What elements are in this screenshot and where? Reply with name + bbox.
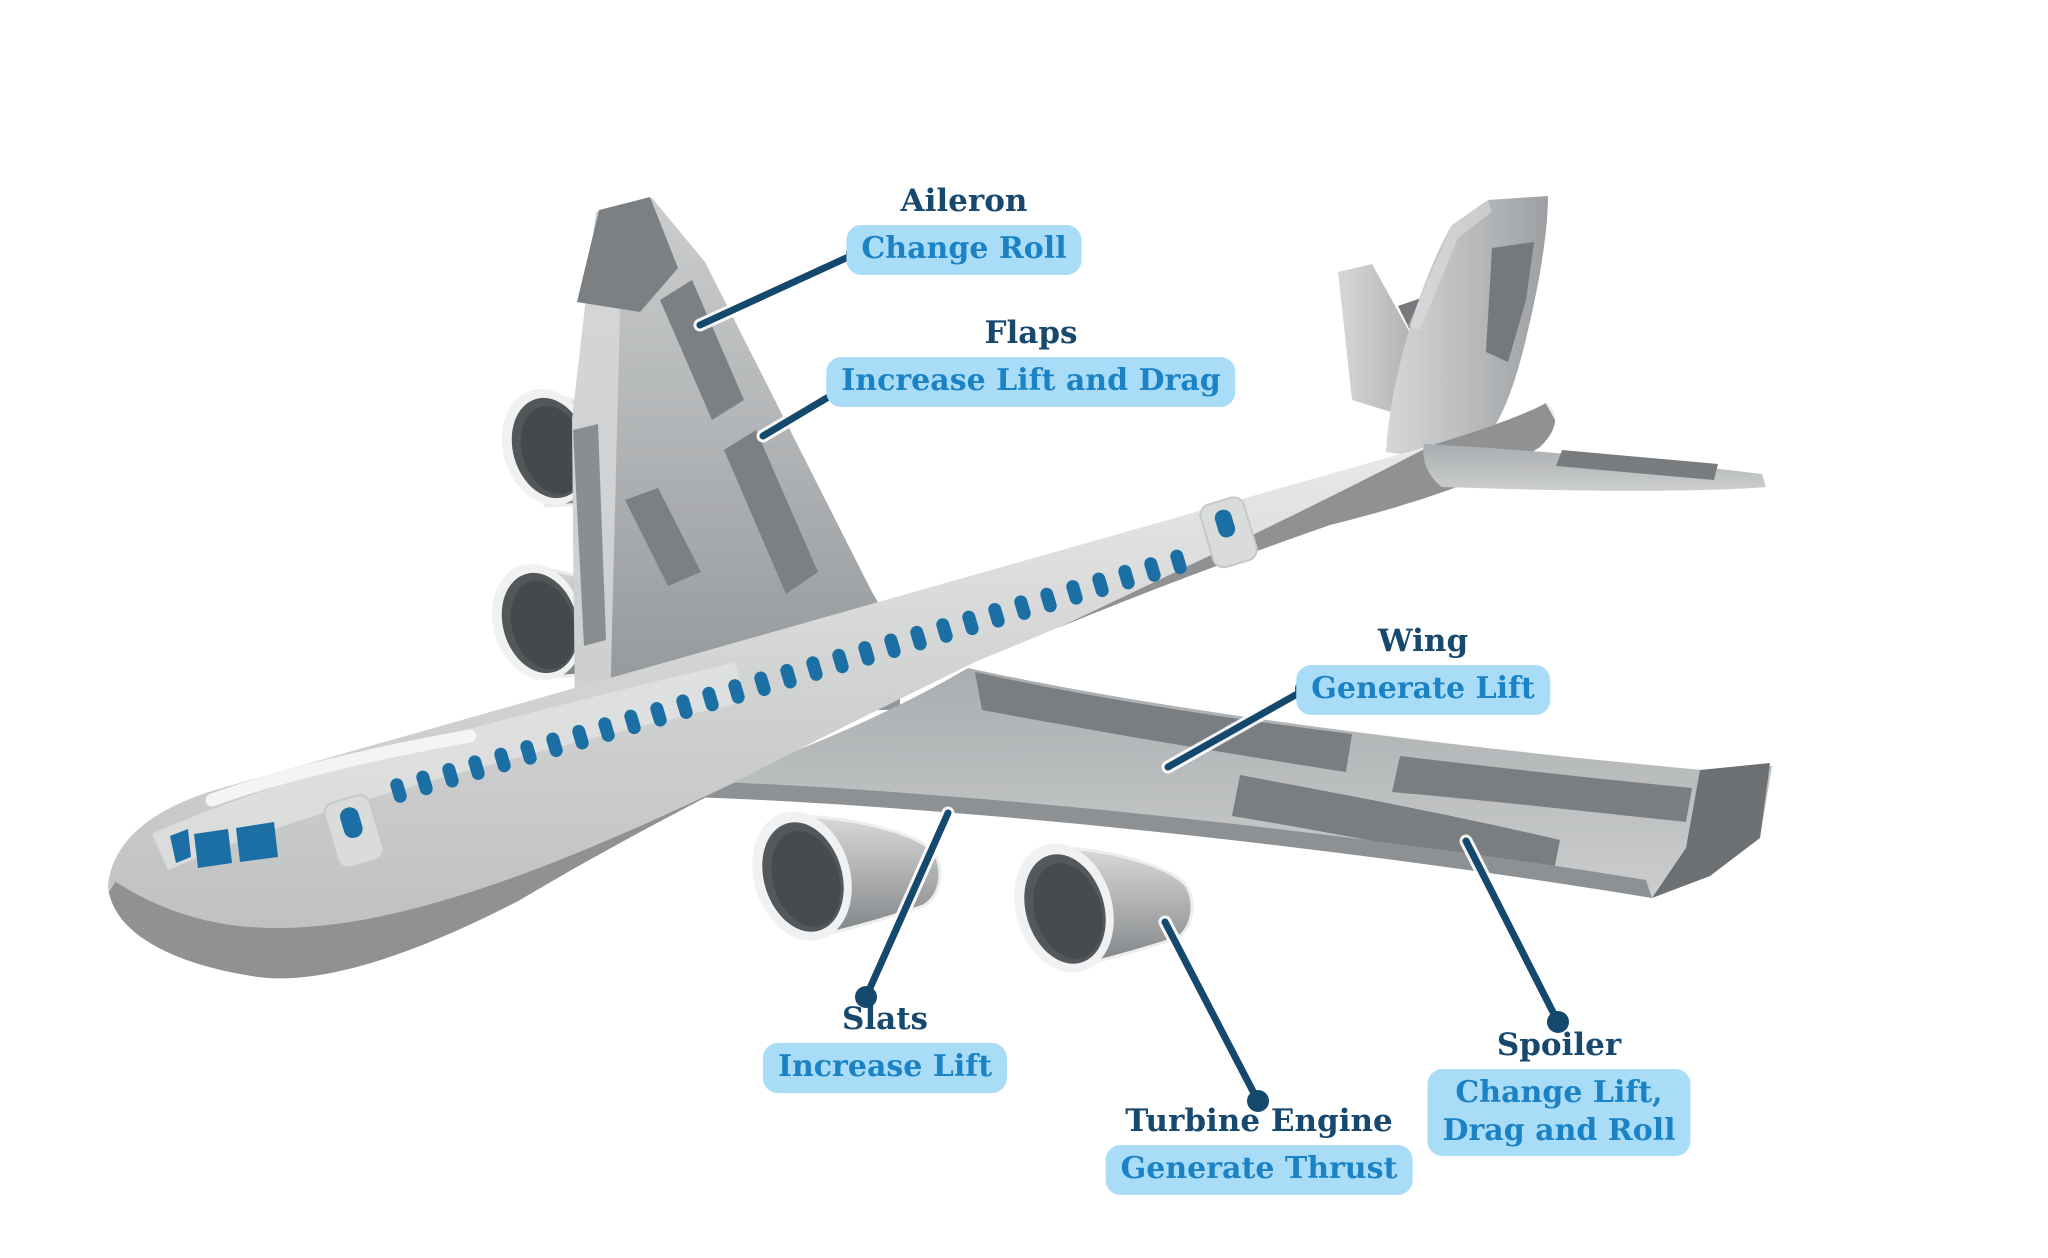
turbine-engine-title: Turbine Engine	[1125, 1103, 1393, 1139]
connector-aileron	[693, 242, 868, 332]
label-aileron: Aileron Change Roll	[846, 183, 1082, 275]
far-wing-tip	[577, 197, 678, 312]
passenger-window	[390, 778, 407, 803]
spoiler-function-badge: Change Lift, Drag and Roll	[1427, 1069, 1691, 1157]
passenger-window	[1144, 557, 1161, 582]
aileron-function-badge: Change Roll	[846, 225, 1082, 275]
passenger-window	[962, 610, 979, 636]
far-wing-flap-outer	[724, 430, 818, 594]
passenger-window	[520, 740, 537, 765]
nose-gloss-streak	[205, 729, 477, 807]
connector-turbine-engine	[1158, 915, 1269, 1112]
passenger-window	[468, 755, 485, 780]
passenger-window	[910, 625, 927, 651]
passenger-window	[1014, 595, 1031, 620]
passenger-windows	[390, 549, 1187, 803]
cockpit-windows	[170, 822, 278, 868]
far-wing	[572, 197, 900, 710]
passenger-window	[728, 679, 745, 704]
passenger-window	[650, 702, 667, 727]
passenger-window	[572, 724, 589, 750]
slats-leading-edge	[660, 780, 1652, 898]
front-door	[323, 794, 385, 869]
passenger-window	[988, 602, 1005, 628]
passenger-window	[702, 686, 719, 712]
passenger-window	[1118, 564, 1135, 590]
wing-flap-outer-band	[1392, 756, 1692, 822]
vertical-stabilizer	[1386, 196, 1548, 455]
connectors	[693, 242, 1569, 1112]
passenger-window	[832, 648, 849, 674]
label-flaps: Flaps Increase Lift and Drag	[826, 315, 1236, 407]
turbine-engine-function-badge: Generate Thrust	[1105, 1145, 1413, 1195]
wing-flap-inner-band	[975, 672, 1352, 772]
passenger-window	[1040, 587, 1057, 613]
turbine-engine-outer	[1014, 843, 1194, 973]
winglet	[1652, 763, 1770, 898]
flaps-function-badge: Increase Lift and Drag	[826, 357, 1236, 407]
aileron-title: Aileron	[900, 183, 1028, 219]
label-slats: Slats Increase Lift	[762, 1001, 1008, 1093]
near-wing	[645, 668, 1772, 898]
label-turbine-engine: Turbine Engine Generate Thrust	[1105, 1103, 1413, 1195]
passenger-window	[624, 709, 641, 735]
turbine-engine-inner	[752, 811, 942, 941]
label-spoiler: Spoiler Change Lift, Drag and Roll	[1427, 1027, 1691, 1157]
passenger-window	[1170, 549, 1187, 575]
passenger-window	[598, 717, 615, 742]
rear-door	[1199, 496, 1258, 569]
passenger-window	[546, 732, 563, 758]
passenger-window	[442, 763, 459, 788]
passenger-window	[416, 770, 433, 796]
passenger-window	[884, 633, 901, 658]
label-wing: Wing Generate Lift	[1296, 624, 1550, 715]
far-wing-flap-inner	[625, 488, 701, 586]
near-horizontal-stabilizer	[1423, 444, 1766, 491]
spoiler-title: Spoiler	[1496, 1027, 1622, 1063]
spoiler-function-line1: Change Lift,	[1455, 1075, 1663, 1111]
wing-title: Wing	[1377, 623, 1469, 659]
connector-spoiler	[1459, 834, 1569, 1033]
aileron-surface	[660, 280, 744, 420]
passenger-window	[754, 671, 771, 697]
far-wing-slat	[573, 424, 606, 646]
passenger-window	[936, 618, 953, 643]
passenger-window	[676, 694, 693, 719]
passenger-window	[1066, 580, 1083, 605]
slats-title: Slats	[841, 1001, 929, 1037]
passenger-window	[1092, 572, 1109, 598]
spoiler-function-line2: Drag and Roll	[1442, 1112, 1676, 1148]
passenger-window	[806, 656, 823, 681]
rudder-mark	[1486, 242, 1534, 362]
flaps-title: Flaps	[984, 315, 1078, 351]
passenger-window	[858, 641, 875, 666]
passenger-window	[780, 663, 797, 689]
connector-slats	[855, 806, 955, 1008]
nose-top-highlight	[151, 662, 745, 871]
wing-function-badge: Generate Lift	[1296, 665, 1550, 715]
elevator-mark	[1556, 450, 1718, 480]
passenger-window	[494, 747, 511, 773]
slats-function-badge: Increase Lift	[762, 1043, 1008, 1093]
